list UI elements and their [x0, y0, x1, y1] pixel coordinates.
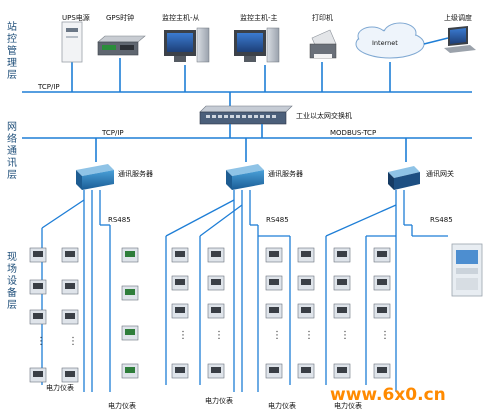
power-meter-icon: [207, 247, 225, 263]
power-meter-icon: [171, 247, 189, 263]
laptop-icon: [444, 26, 476, 53]
power-meter-icon: [61, 309, 79, 325]
gps-label: GPS时钟: [106, 13, 134, 22]
printer-label: 打印机: [312, 13, 333, 22]
power-meter-icon: [333, 275, 351, 291]
field-wiring: [41, 190, 448, 392]
power-meter-icon: [265, 363, 283, 379]
ups-label: UPS电源: [62, 13, 90, 22]
power-meter-icon: [171, 275, 189, 291]
power-meter-icon: [171, 363, 189, 379]
comm-server-2-icon: [226, 164, 264, 190]
ellipsis-dots: ⋮: [178, 330, 188, 341]
gps-clock-icon: [97, 35, 146, 56]
watermark: www.6x0.cn: [330, 385, 446, 405]
rs485-label-1: RS485: [108, 216, 131, 224]
power-meter-icon: [333, 303, 351, 319]
monitor-master-icon: [234, 27, 280, 63]
internet-cloud-icon: [355, 22, 425, 59]
monitor-slave-label: 监控主机-从: [162, 13, 200, 22]
power-meter-icon: [207, 303, 225, 319]
power-meter-icon: [297, 247, 315, 263]
tcp-left-label: TCP/IP: [101, 129, 124, 137]
station-bus: [22, 58, 472, 110]
gateway-label: 通讯网关: [426, 169, 454, 178]
rs485-label-2: RS485: [266, 216, 289, 224]
power-meter-icon: [373, 275, 391, 291]
power-meter-icon: [297, 275, 315, 291]
power-meter-icon: [373, 247, 391, 263]
rs485-label-3: RS485: [430, 216, 453, 224]
power-meter-icon: [333, 363, 351, 379]
industrial-switch-icon: [199, 105, 293, 125]
server1-label: 通讯服务器: [118, 169, 153, 178]
power-meter-icon: [171, 303, 189, 319]
meter-label-4: 电力仪表: [268, 401, 296, 410]
ellipsis-dots: ⋮: [304, 330, 314, 341]
power-meter-icon: [61, 367, 79, 383]
modbus-label: MODBUS-TCP: [330, 129, 376, 137]
meter-label-1: 电力仪表: [46, 383, 74, 392]
power-meter-icon: [207, 275, 225, 291]
power-meter-icon: [61, 247, 79, 263]
power-meter-icon: [121, 363, 139, 379]
power-meter-icon: [121, 247, 139, 263]
power-meter-icon: [373, 303, 391, 319]
network-bus: [22, 124, 472, 162]
gateway-icon: [388, 166, 420, 190]
power-meter-icon: [297, 303, 315, 319]
monitor-slave-icon: [164, 27, 210, 63]
layer-label-network: 网络通讯层: [7, 121, 17, 181]
comm-server-1-icon: [76, 164, 114, 190]
layer-label-field: 现场设备层: [7, 251, 17, 311]
meter-label-5: 电力仪表: [334, 401, 362, 410]
printer-icon: [309, 29, 337, 59]
upper-dispatch-label: 上级调度: [444, 13, 472, 22]
ellipsis-dots: ⋮: [340, 330, 350, 341]
power-meter-icon: [333, 247, 351, 263]
panel-cabinet-icon: [451, 243, 483, 297]
power-meter-icon: [265, 247, 283, 263]
ellipsis-dots: ⋮: [36, 336, 46, 347]
field-meters: ⋮ ⋮ ⋮ ⋮ ⋮ ⋮ ⋮ ⋮: [29, 247, 391, 383]
power-meter-icon: [29, 367, 47, 383]
server2-label: 通讯服务器: [268, 169, 303, 178]
power-meter-icon: [121, 325, 139, 341]
power-meter-icon: [121, 285, 139, 301]
power-meter-icon: [61, 279, 79, 295]
power-meter-icon: [29, 309, 47, 325]
tcp-top-label: TCP/IP: [37, 83, 60, 91]
ellipsis-dots: ⋮: [68, 336, 78, 347]
switch-label: 工业以太网交换机: [296, 111, 352, 120]
monitor-master-label: 监控主机-主: [240, 13, 278, 22]
internet-label: Internet: [372, 39, 398, 47]
meter-label-3: 电力仪表: [205, 396, 233, 405]
power-meter-icon: [297, 363, 315, 379]
power-meter-icon: [373, 363, 391, 379]
meter-label-2: 电力仪表: [108, 401, 136, 410]
ellipsis-dots: ⋮: [272, 330, 282, 341]
power-meter-icon: [29, 279, 47, 295]
ups-icon: [61, 21, 83, 63]
layer-label-station: 站控管理层: [7, 20, 17, 81]
power-meter-icon: [207, 363, 225, 379]
power-meter-icon: [265, 303, 283, 319]
internet-link: [423, 37, 449, 45]
ellipsis-dots: ⋮: [380, 330, 390, 341]
power-meter-icon: [265, 275, 283, 291]
power-meter-icon: [29, 247, 47, 263]
ellipsis-dots: ⋮: [214, 330, 224, 341]
